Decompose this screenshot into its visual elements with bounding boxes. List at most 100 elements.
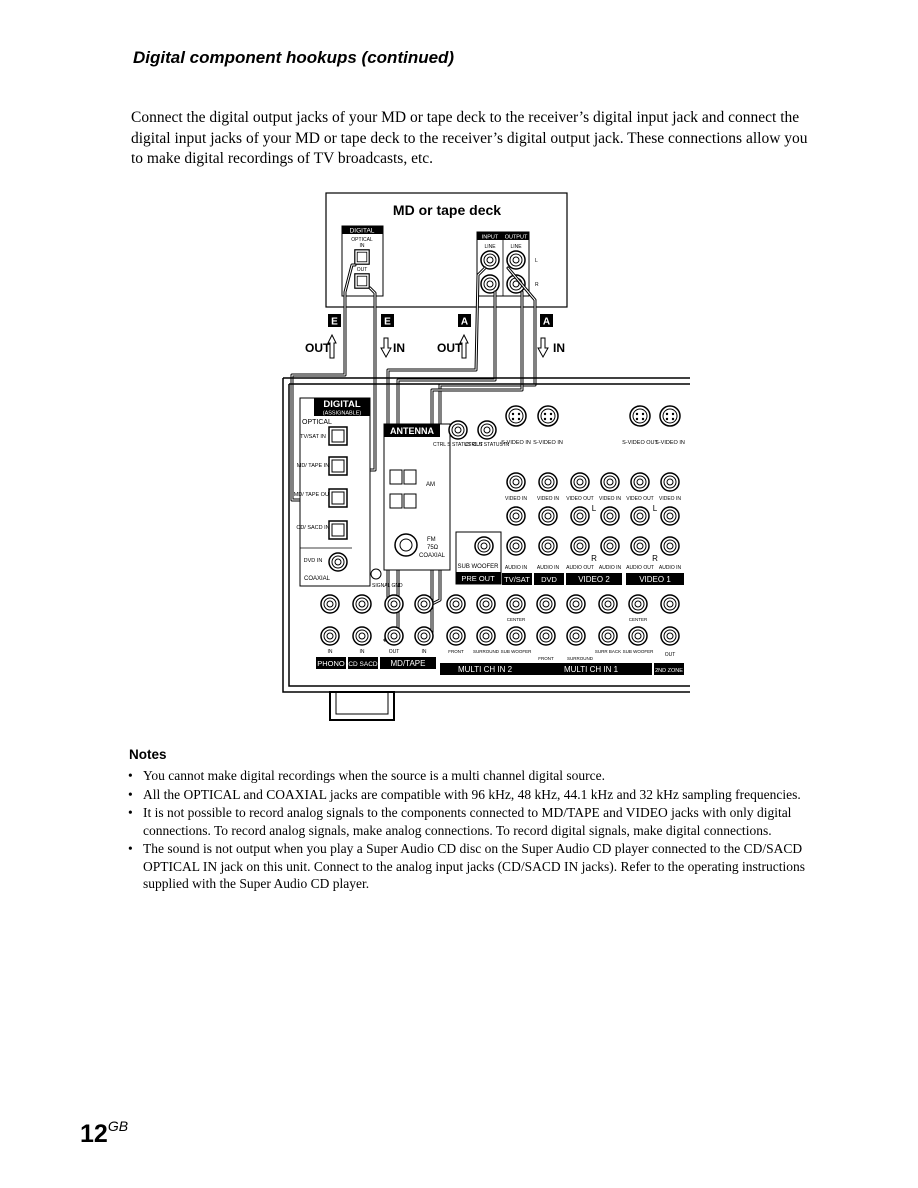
video-out-label-1: VIDEO OUT	[626, 496, 654, 502]
deck-output-label: OUTPUT	[505, 235, 528, 241]
phono-r-jack	[320, 626, 340, 646]
notes-title: Notes	[129, 747, 167, 762]
receiver-digital-label: DIGITAL	[323, 399, 360, 410]
video2-audio-in-l-jack	[600, 506, 620, 526]
svideo-in-label-1: S-VIDEO IN	[501, 440, 531, 446]
mc2-surround-label: SURROUND	[473, 649, 500, 654]
mc2-front-label: FRONT	[448, 649, 464, 654]
out-label-e: OUT	[305, 341, 331, 355]
mdtape-out-label: MD/ TAPE OUT	[294, 492, 333, 498]
dvd-audio-l-jack	[538, 506, 558, 526]
audio-input-jacks: IN IN OUT IN PHONO CD SACD MD/TAPE CENTE…	[316, 594, 684, 675]
intro-paragraph: Connect the digital output jacks of your…	[131, 108, 821, 170]
video1-svideo-out-jack	[629, 405, 651, 427]
mc2-surround-l-jack	[476, 594, 496, 614]
tvsat-video-in-jack	[506, 472, 526, 492]
mc1-sub-jack	[628, 626, 648, 646]
mdtape-in-label: MD/ TAPE IN	[297, 463, 330, 469]
zone2-r-jack	[660, 626, 680, 646]
video1-audio-in-r-jack	[660, 536, 680, 556]
cdsacd-r-jack	[352, 626, 372, 646]
video-jacks: S-VIDEO IN S-VIDEO IN S-VIDEO OUT S-VIDE…	[501, 405, 685, 585]
video2-video-in-jack	[600, 472, 620, 492]
multi-ch-in-1-label: MULTI CH IN 1	[564, 665, 619, 674]
dvd-video-in-jack	[538, 472, 558, 492]
note-item: It is not possible to record analog sign…	[127, 804, 817, 839]
video1-r-label: R	[652, 554, 658, 563]
section-heading: Digital component hookups (continued)	[133, 48, 455, 67]
deck-in-label: IN	[360, 243, 365, 249]
md-tape-deck: MD or tape deck DIGITAL OPTICAL IN OUT I…	[325, 192, 568, 308]
fm-jack	[394, 533, 418, 557]
mc1-surround-label: SURROUND	[567, 656, 594, 661]
page-suffix: GB	[107, 1118, 129, 1134]
ctrl-s-in-jack	[477, 420, 497, 440]
note-item: The sound is not output when you play a …	[127, 840, 817, 893]
mdtape-optical-in-jack	[328, 456, 348, 476]
audio-in-label-4: AUDIO IN	[659, 565, 682, 571]
fm-ohm-label: 75Ω	[427, 545, 439, 551]
pre-out-label: PRE OUT	[461, 574, 495, 583]
notes-list: You cannot make digital recordings when …	[127, 767, 817, 894]
am-label: AM	[426, 482, 435, 488]
mc2-surround-r-jack	[476, 626, 496, 646]
audio-out-label-1: AUDIO OUT	[566, 565, 594, 571]
ctrl-s-in-label: CTRL S STATUS IN	[465, 442, 510, 448]
deck-line-in-r-jack	[480, 274, 500, 294]
mc1-sub-label: SUB WOOFER	[623, 649, 655, 654]
mc1-front-label: FRONT	[538, 656, 554, 661]
connection-tags: E E A A OUT IN OUT IN	[305, 314, 565, 359]
mc1-center-jack	[628, 594, 648, 614]
tvsat-svideo-jack	[505, 405, 527, 427]
device-title: MD or tape deck	[393, 202, 501, 218]
deck-r-label: R	[535, 282, 539, 288]
mc1-front-r-jack	[536, 626, 556, 646]
video1-l-label: L	[653, 504, 658, 513]
md-tape-label: MD/TAPE	[391, 659, 426, 668]
deck-l-label: L	[535, 258, 538, 264]
deck-line-in-label: LINE	[484, 244, 496, 250]
video-out-label-2: VIDEO OUT	[566, 496, 594, 502]
deck-line-out-l-jack	[506, 250, 526, 270]
mc2-sub-label: SUB WOOFER	[501, 649, 533, 654]
in-label-e: IN	[393, 341, 405, 355]
tvsat-audio-r-jack	[506, 536, 526, 556]
note-item: You cannot make digital recordings when …	[127, 767, 817, 785]
mdtape-in-small-label: IN	[422, 649, 427, 655]
svideo-in-label-2: S-VIDEO IN	[533, 440, 563, 446]
antenna-label: ANTENNA	[390, 426, 434, 436]
audio-out-label-2: AUDIO OUT	[626, 565, 654, 571]
mc2-center-jack	[506, 594, 526, 614]
receiver-assignable-label: (ASSIGNABLE)	[323, 411, 362, 417]
page-number: 12GB	[80, 1118, 128, 1149]
video-in-label-4: VIDEO IN	[659, 496, 681, 502]
deck-optical-out-jack	[354, 273, 370, 289]
out-arrow-a-icon	[459, 333, 469, 359]
cdsacd-in-small-label: IN	[360, 649, 365, 655]
zone2-out-label: OUT	[665, 652, 676, 658]
video2-r-label: R	[591, 554, 597, 563]
intro-text: Connect the digital output jacks of your…	[131, 109, 808, 167]
video1-video-in-jack	[660, 472, 680, 492]
deck-line-out-label: LINE	[510, 244, 522, 250]
receiver-optical-label: OPTICAL	[302, 419, 332, 426]
tag-a-right: A	[543, 317, 550, 328]
video1-video-out-jack	[630, 472, 650, 492]
video2-audio-in-r-jack	[600, 536, 620, 556]
deck-optical-in-jack	[354, 249, 370, 265]
sub-woofer-label: SUB WOOFER	[457, 564, 499, 570]
tvsat-in-label: TV/SAT IN	[300, 434, 326, 440]
tvsat-audio-l-jack	[506, 506, 526, 526]
mc1-surround-r-jack	[566, 626, 586, 646]
mc1-front-l-jack	[536, 594, 556, 614]
mc2-front-l-jack	[446, 594, 466, 614]
sub-woofer-preout-jack	[474, 536, 494, 556]
deck-digital-label: DIGITAL	[350, 228, 375, 235]
mdtape-in-l-jack	[414, 594, 434, 614]
video1-svideo-in-jack	[659, 405, 681, 427]
phono-in-label: IN	[328, 649, 333, 655]
video-in-label-2: VIDEO IN	[537, 496, 559, 502]
tvsat-optical-jack	[328, 426, 348, 446]
mc2-center-label: CENTER	[507, 617, 526, 622]
tag-a-left: A	[461, 317, 468, 328]
